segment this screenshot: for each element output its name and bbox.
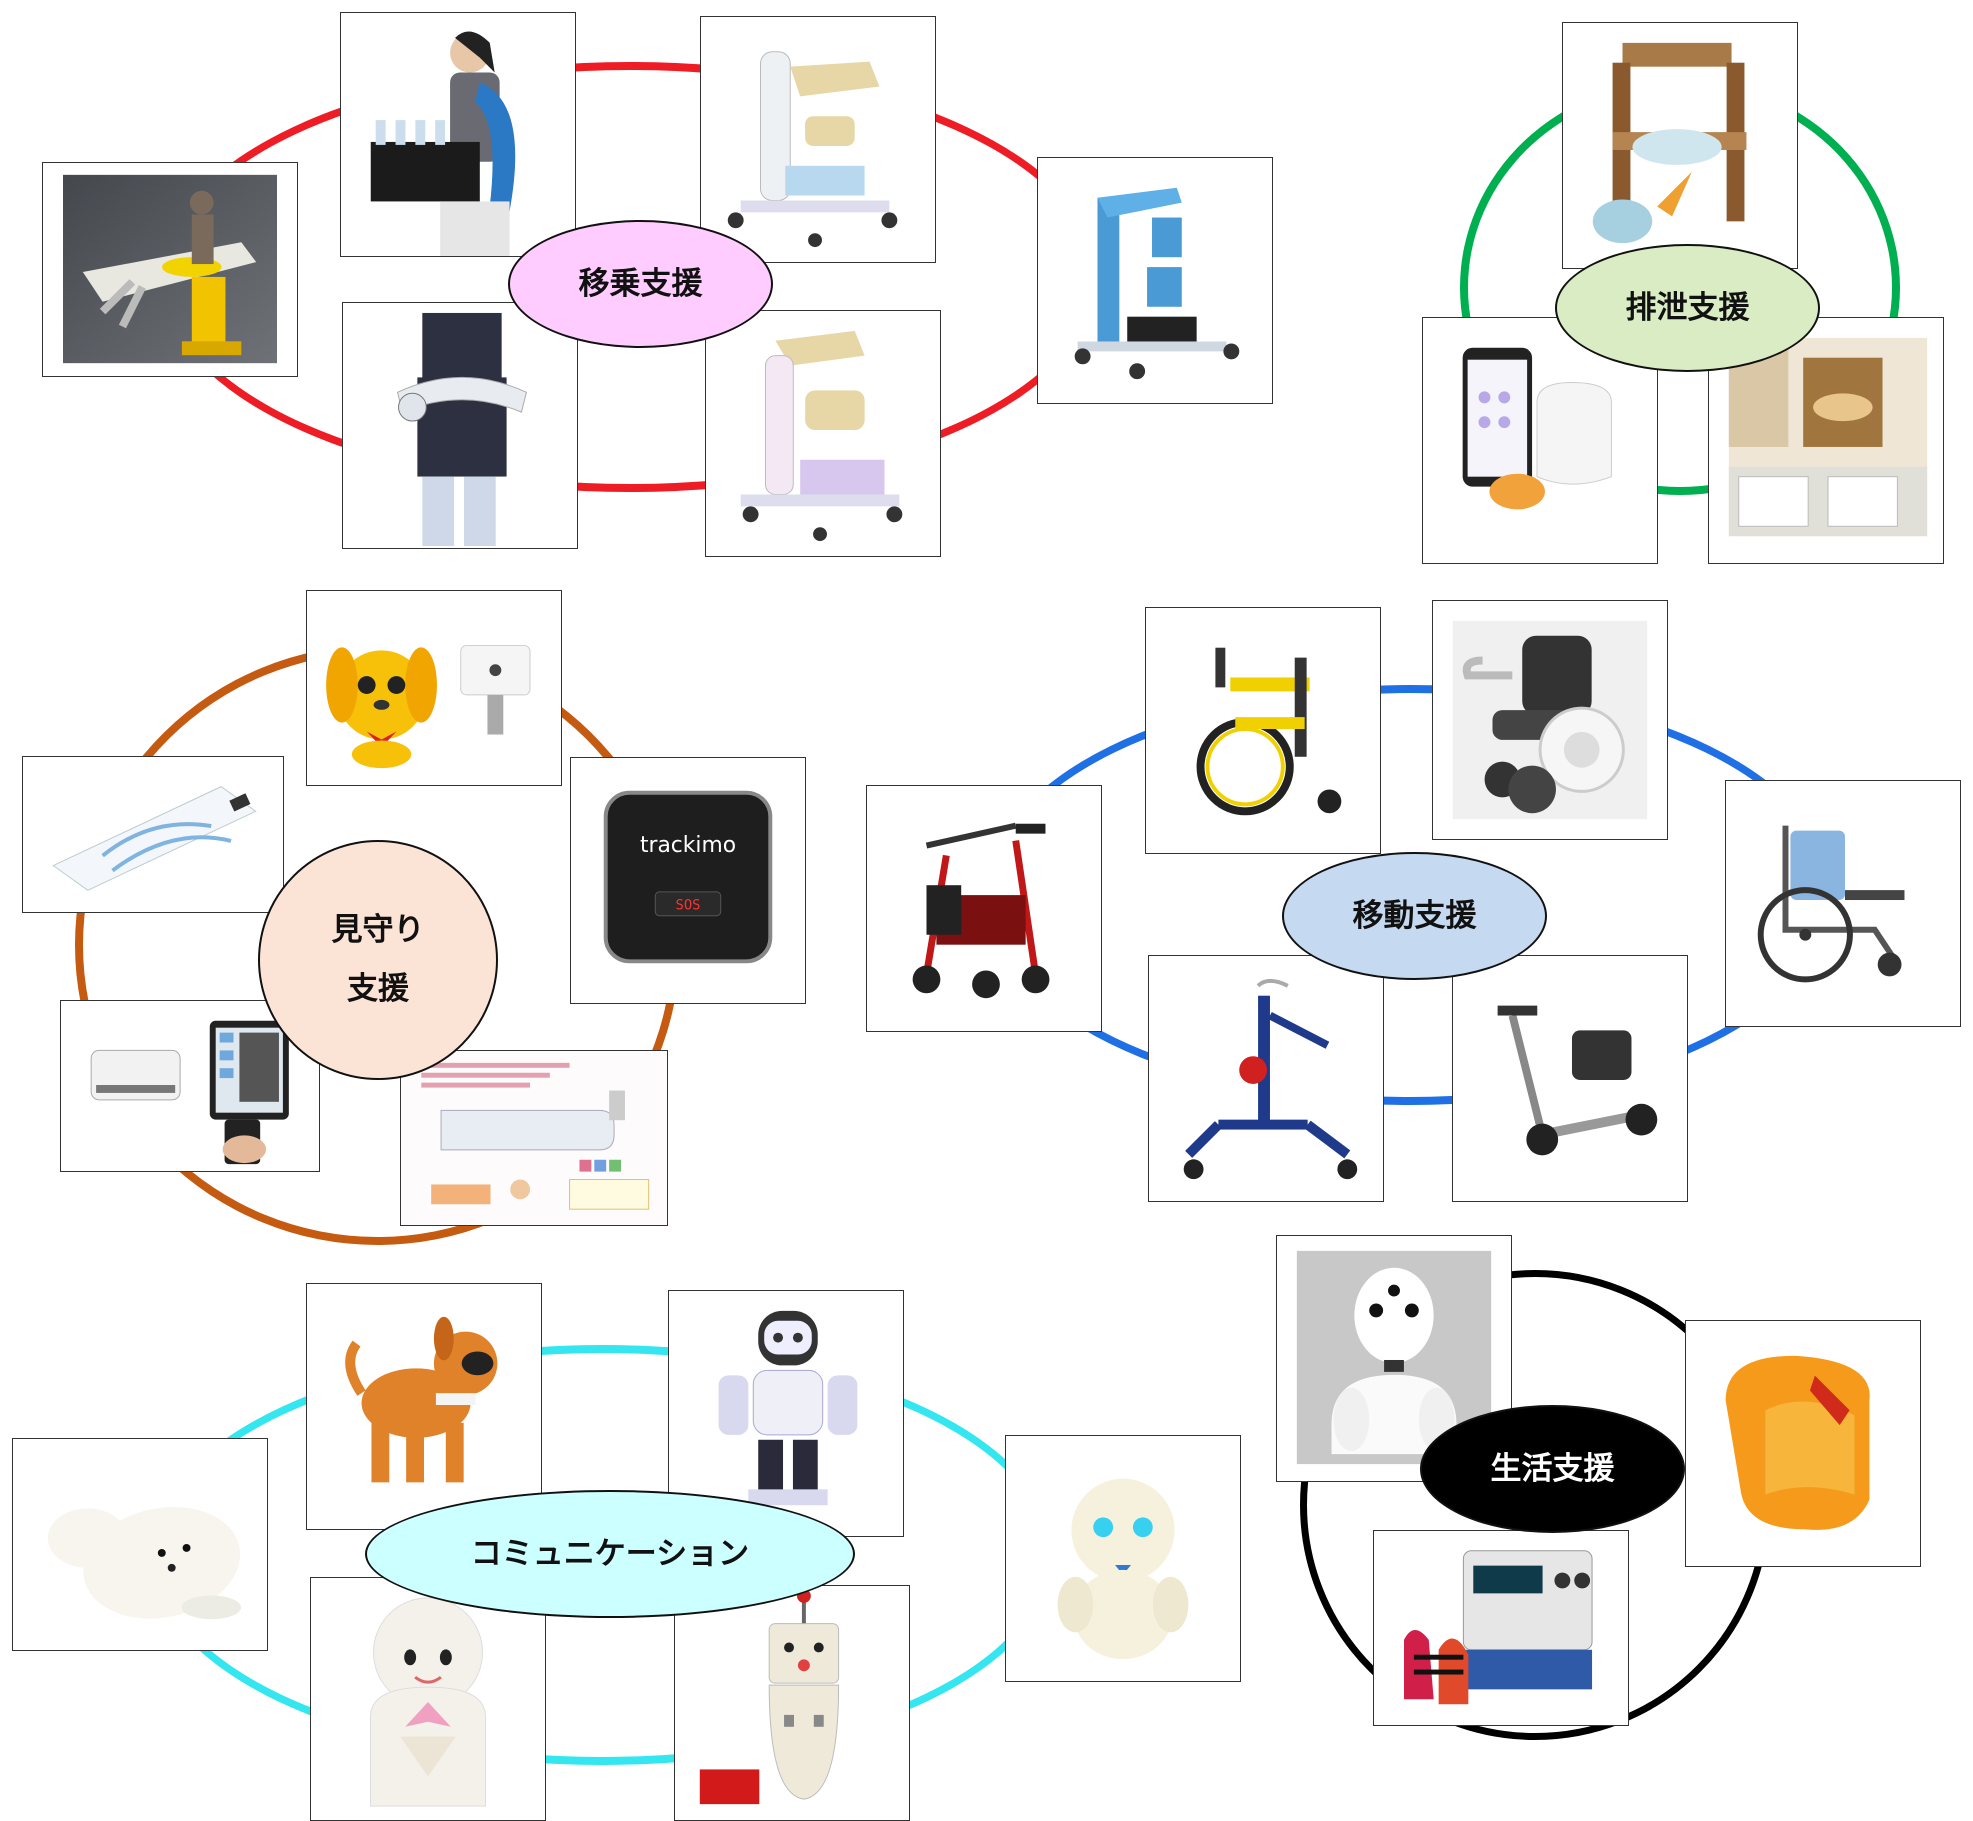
monitoring-support-label-line2: 支援 xyxy=(347,971,409,1007)
monitoring-support-label: 見守り 支援 xyxy=(258,840,498,1080)
communication-plush-robot-image xyxy=(1005,1435,1241,1682)
transfer-hoist-image xyxy=(1037,157,1273,404)
excretion-support-label-text: 排泄支援 xyxy=(1625,289,1750,326)
mobility-gait-trainer-image xyxy=(1148,955,1384,1202)
excretion-portable-toilet-image xyxy=(1562,22,1798,269)
mobility-support-label-text: 移動支援 xyxy=(1352,897,1477,934)
daily-life-support-label: 生活支援 xyxy=(1420,1405,1685,1533)
excretion-support-label: 排泄支援 xyxy=(1555,244,1820,372)
communication-seal-robot-image xyxy=(12,1438,268,1651)
daily-life-support-label-text: 生活支援 xyxy=(1490,1450,1615,1487)
mobility-folding-scooter-image xyxy=(1452,955,1688,1202)
transfer-support-label-text: 移乗支援 xyxy=(578,265,703,302)
transfer-waist-assist-image xyxy=(342,302,578,549)
daily-life-wrist-band-image xyxy=(1685,1320,1921,1567)
transfer-assist-suit-image xyxy=(340,12,576,257)
communication-box-robot-image xyxy=(674,1585,910,1821)
communication-humanoid-robot-image xyxy=(668,1290,904,1537)
communication-doll-robot-image xyxy=(310,1577,546,1821)
mobility-child-wheelchair-image xyxy=(1145,607,1381,854)
tracker-brand-text: trackimo xyxy=(640,833,736,858)
communication-robot-dog-image xyxy=(306,1283,542,1530)
mobility-rollator-image xyxy=(866,785,1102,1032)
monitoring-bed-sensor-mat-image xyxy=(22,756,284,913)
daily-life-rehab-device-image xyxy=(1373,1530,1629,1726)
monitoring-bed-sensor-flyer-image xyxy=(400,1050,668,1226)
tracker-sos-text: SOS xyxy=(675,898,700,914)
monitoring-sensor-tablet-image xyxy=(60,1000,320,1172)
transfer-standing-aid-b-image xyxy=(705,310,941,557)
mobility-standard-wheelchair-image xyxy=(1725,780,1961,1027)
communication-label-text: コミュニケーション xyxy=(470,1535,750,1572)
transfer-standing-aid-a-image xyxy=(700,16,936,263)
monitoring-dog-robot-camera-image xyxy=(306,590,562,786)
transfer-support-label: 移乗支援 xyxy=(508,220,773,348)
transfer-lift-chair-image xyxy=(42,162,298,377)
mobility-support-label: 移動支援 xyxy=(1282,852,1547,980)
monitoring-support-label-line1: 見守り xyxy=(331,912,425,949)
mobility-electric-wheelchair-image xyxy=(1432,600,1668,840)
communication-label: コミュニケーション xyxy=(365,1490,855,1618)
monitoring-gps-tracker-image: trackimo SOS xyxy=(570,757,806,1004)
excretion-bedside-toilet-image xyxy=(1708,317,1944,564)
